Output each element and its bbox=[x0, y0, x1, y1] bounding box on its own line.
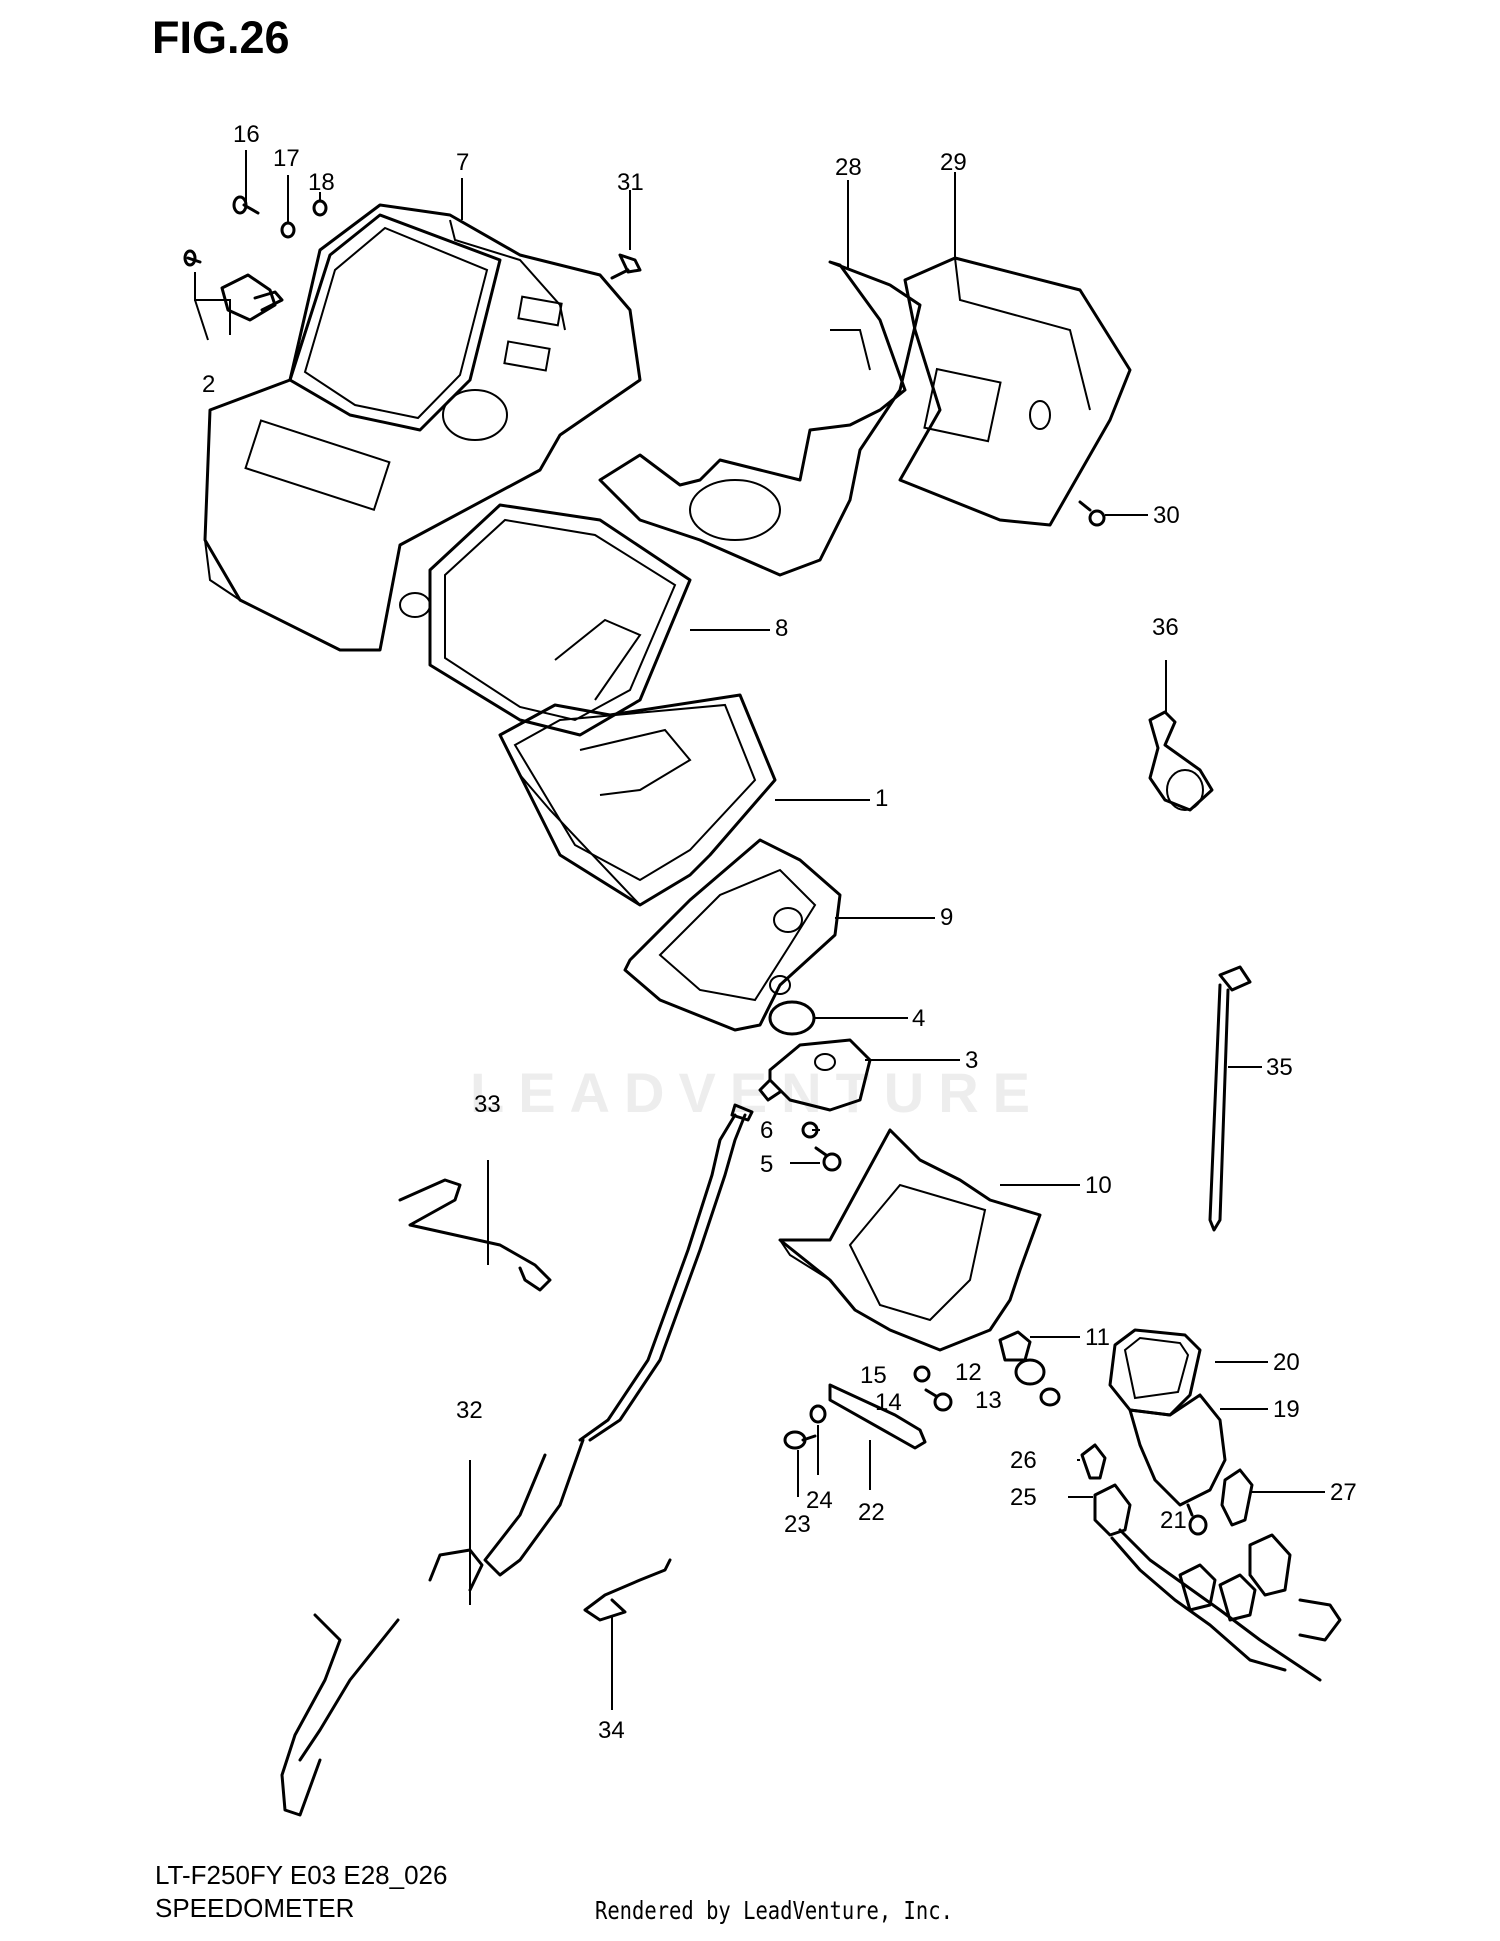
part-cover-29[interactable] bbox=[898, 256, 1132, 527]
part-gearbox-3[interactable] bbox=[758, 1038, 872, 1112]
part-meter-case[interactable] bbox=[203, 203, 642, 652]
callout-17: 17 bbox=[273, 145, 300, 172]
callout-2: 2 bbox=[202, 371, 215, 398]
part-lower-case-9[interactable] bbox=[623, 838, 842, 1032]
part-nut-13[interactable] bbox=[1039, 1387, 1061, 1407]
part-screw-23[interactable] bbox=[783, 1430, 817, 1450]
part-speedometer-assembly[interactable] bbox=[498, 693, 777, 907]
callout-22: 22 bbox=[858, 1499, 885, 1526]
part-bulb-26[interactable] bbox=[1080, 1443, 1107, 1480]
part-speedometer-cable-32[interactable] bbox=[280, 1103, 754, 1817]
part-bracket-28[interactable] bbox=[598, 260, 922, 577]
part-grommet-11[interactable] bbox=[998, 1330, 1032, 1362]
part-cable-tie-35[interactable] bbox=[1208, 965, 1252, 1232]
part-clamp-36[interactable] bbox=[1148, 710, 1214, 812]
callout-35: 35 bbox=[1266, 1054, 1293, 1081]
callout-29: 29 bbox=[940, 149, 967, 176]
callout-20: 20 bbox=[1273, 1349, 1300, 1376]
callout-9: 9 bbox=[940, 904, 953, 931]
part-screw-16[interactable] bbox=[232, 195, 260, 215]
callout-28: 28 bbox=[835, 154, 862, 181]
part-washer-18[interactable] bbox=[312, 199, 328, 217]
callout-8: 8 bbox=[775, 615, 788, 642]
callout-19: 19 bbox=[1273, 1396, 1300, 1423]
part-washer-15[interactable] bbox=[913, 1365, 931, 1383]
callout-13: 13 bbox=[975, 1387, 1002, 1414]
callout-21: 21 bbox=[1160, 1507, 1187, 1534]
callout-32: 32 bbox=[456, 1397, 483, 1424]
callout-30: 30 bbox=[1153, 502, 1180, 529]
part-screw-31[interactable] bbox=[610, 253, 642, 280]
callout-14: 14 bbox=[875, 1389, 902, 1416]
callout-4: 4 bbox=[912, 1005, 925, 1032]
part-washer-24[interactable] bbox=[809, 1404, 827, 1424]
callout-34: 34 bbox=[598, 1717, 625, 1744]
assembly-name: SPEEDOMETER bbox=[155, 1893, 355, 1923]
part-bracket-10[interactable] bbox=[778, 1128, 1042, 1352]
part-bulb-27[interactable] bbox=[1220, 1468, 1254, 1527]
part-knob[interactable] bbox=[183, 249, 284, 322]
part-washer-17[interactable] bbox=[280, 221, 296, 239]
part-indicator-case-19[interactable] bbox=[1128, 1393, 1227, 1507]
part-indicator-lens-20[interactable] bbox=[1108, 1328, 1202, 1417]
part-plate-22[interactable] bbox=[828, 1383, 927, 1450]
callout-25: 25 bbox=[1010, 1484, 1037, 1511]
model-code: LT-F250FY E03 E28_026 bbox=[155, 1860, 448, 1890]
callout-numbers: 16 17 18 7 31 2 28 29 30 36 8 1 9 4 3 35… bbox=[202, 121, 1357, 1744]
callout-31: 31 bbox=[617, 169, 644, 196]
callout-27: 27 bbox=[1330, 1479, 1357, 1506]
callout-36: 36 bbox=[1152, 614, 1179, 641]
part-clip-34[interactable] bbox=[583, 1558, 672, 1622]
callout-16: 16 bbox=[233, 121, 260, 148]
part-o-ring-4[interactable] bbox=[768, 1000, 816, 1036]
part-socket-harness-25[interactable] bbox=[1093, 1483, 1342, 1682]
callout-26: 26 bbox=[1010, 1447, 1037, 1474]
part-screw-5[interactable] bbox=[814, 1146, 842, 1172]
callout-11: 11 bbox=[1085, 1324, 1110, 1351]
callout-5: 5 bbox=[760, 1151, 773, 1178]
part-screw-30[interactable] bbox=[1078, 500, 1106, 527]
callout-24: 24 bbox=[806, 1487, 833, 1514]
callout-6: 6 bbox=[760, 1117, 773, 1144]
part-clamp-33[interactable] bbox=[398, 1178, 552, 1292]
callout-15: 15 bbox=[860, 1362, 887, 1389]
callout-12: 12 bbox=[955, 1359, 982, 1386]
callout-23: 23 bbox=[784, 1511, 811, 1538]
callout-10: 10 bbox=[1085, 1172, 1112, 1199]
callout-3: 3 bbox=[965, 1047, 978, 1074]
part-screw-14[interactable] bbox=[924, 1388, 953, 1412]
callout-18: 18 bbox=[308, 169, 335, 196]
leader-lines bbox=[194, 150, 1325, 1710]
part-screw-21[interactable] bbox=[1186, 1503, 1208, 1536]
part-collar-12[interactable] bbox=[1014, 1358, 1046, 1386]
callout-1: 1 bbox=[875, 785, 888, 812]
callout-33: 33 bbox=[474, 1091, 501, 1118]
part-gasket-8[interactable] bbox=[428, 503, 692, 737]
callout-7: 7 bbox=[456, 149, 469, 176]
render-credit: Rendered by LeadVenture, Inc. bbox=[595, 1896, 953, 1925]
figure-title: FIG.26 bbox=[152, 12, 290, 63]
